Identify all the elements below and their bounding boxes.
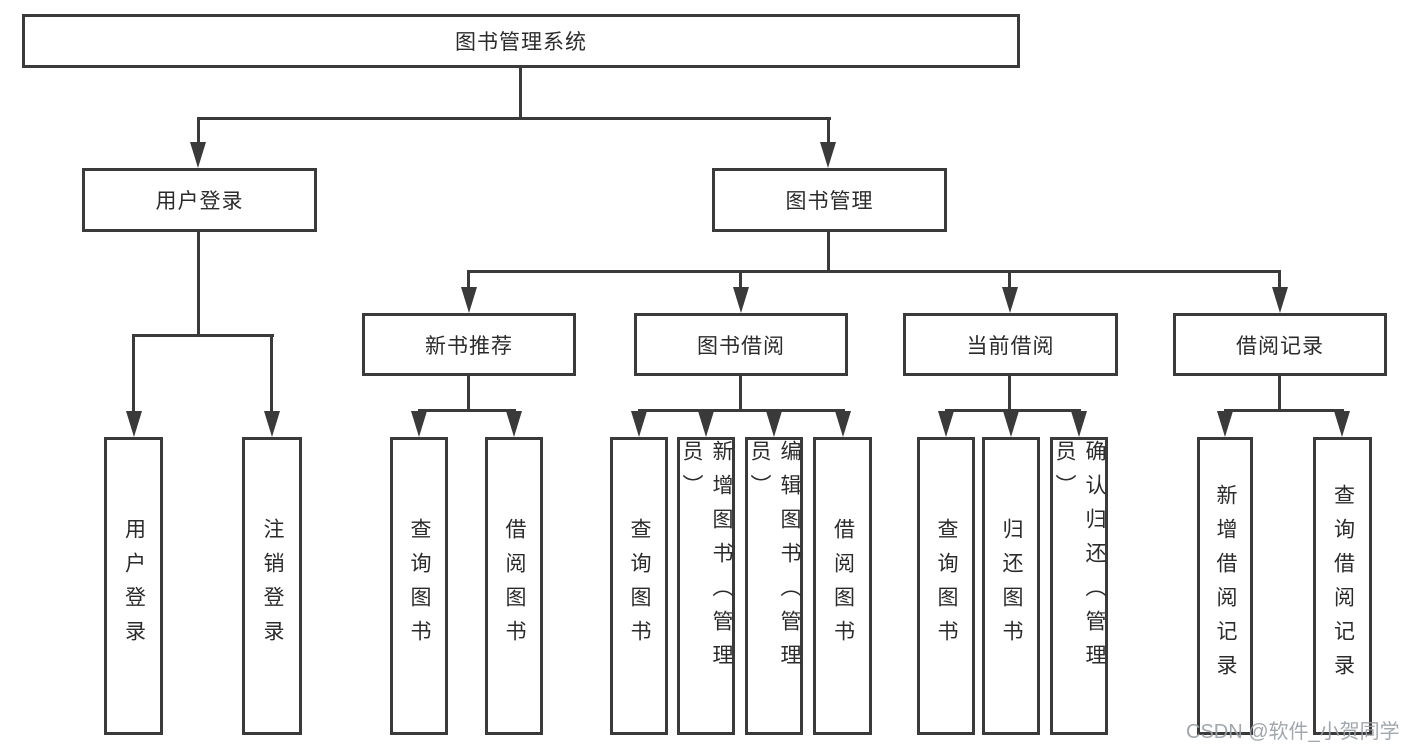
user-login-branch-line (132, 334, 274, 337)
root-drop-right-line (827, 117, 830, 145)
arrow-down-icon (1003, 411, 1019, 437)
book-management-branch-line (468, 270, 1281, 273)
leaf-user-login: 用户登录 (104, 437, 163, 735)
arrow-down-icon (126, 411, 142, 437)
node-user-login: 用户登录 (82, 168, 317, 232)
arrow-down-icon (461, 287, 477, 313)
node-current-borrow-label: 当前借阅 (966, 334, 1055, 358)
user-login-drop-line (132, 334, 135, 414)
arrow-down-icon (506, 411, 522, 437)
node-book-borrow: 图书借阅 (634, 313, 848, 376)
arrow-down-icon (766, 411, 782, 437)
node-root-label: 图书管理系统 (455, 31, 587, 54)
current-borrow-branch-line (945, 409, 1081, 412)
book-management-drop-line (739, 270, 742, 288)
new-book-branch-line (418, 409, 516, 412)
book-borrow-stem-line (739, 376, 742, 412)
arrow-down-icon (1272, 287, 1288, 313)
leaf-confirm-return-admin: 确认归还（管理员） (1050, 437, 1108, 735)
arrow-down-icon (1334, 411, 1350, 437)
book-management-drop-line (1008, 270, 1011, 288)
node-current-borrow: 当前借阅 (903, 313, 1118, 376)
leaf-add-borrow-record: 新增借阅记录 (1197, 437, 1253, 735)
arrow-down-icon (938, 411, 954, 437)
node-borrow-record: 借阅记录 (1173, 313, 1387, 376)
arrow-down-icon (190, 142, 206, 168)
arrow-down-icon (820, 142, 836, 168)
leaf-borrow-book-recommend: 借阅图书 (485, 437, 543, 735)
node-borrow-record-label: 借阅记录 (1236, 334, 1324, 358)
user-login-stem-line (197, 232, 200, 337)
arrow-down-icon (698, 411, 714, 437)
leaf-edit-book-admin: 编辑图书（管理员） (745, 437, 803, 735)
arrow-down-icon (1071, 411, 1087, 437)
new-book-stem-line (467, 376, 470, 412)
borrow-record-branch-line (1224, 409, 1344, 412)
node-new-book-recommend-label: 新书推荐 (425, 334, 513, 358)
leaf-logout: 注销登录 (242, 437, 302, 735)
root-branch-line (197, 117, 831, 120)
node-root: 图书管理系统 (22, 14, 1020, 68)
leaf-borrow-book: 借阅图书 (813, 437, 872, 735)
leaf-query-book-borrow: 查询图书 (610, 437, 668, 735)
leaf-add-book-admin: 新增图书（管理员） (677, 437, 735, 735)
arrow-down-icon (733, 287, 749, 313)
node-book-borrow-label: 图书借阅 (697, 334, 785, 358)
node-book-management: 图书管理 (712, 168, 947, 232)
node-user-login-label: 用户登录 (155, 190, 244, 213)
current-borrow-stem-line (1008, 376, 1011, 412)
csdn-watermark: CSDN @软件_小贺同学 (1186, 721, 1400, 743)
leaf-query-book-current: 查询图书 (917, 437, 975, 735)
arrow-down-icon (835, 411, 851, 437)
node-new-book-recommend: 新书推荐 (362, 313, 576, 376)
root-drop-left-line (197, 117, 200, 145)
arrow-down-icon (1002, 287, 1018, 313)
root-stem-line (519, 68, 522, 119)
arrow-down-icon (264, 411, 280, 437)
book-management-stem-line (827, 232, 830, 273)
leaf-return-book: 归还图书 (982, 437, 1040, 735)
book-management-drop-line (467, 270, 470, 288)
arrow-down-icon (631, 411, 647, 437)
book-borrow-branch-line (638, 409, 845, 412)
leaf-query-borrow-record: 查询借阅记录 (1313, 437, 1372, 735)
leaf-query-book-recommend: 查询图书 (390, 437, 448, 735)
book-management-drop-line (1278, 270, 1281, 288)
arrow-down-icon (1217, 411, 1233, 437)
user-login-drop-line (270, 334, 273, 414)
node-book-management-label: 图书管理 (785, 190, 874, 213)
arrow-down-icon (411, 411, 427, 437)
borrow-record-stem-line (1278, 376, 1281, 412)
